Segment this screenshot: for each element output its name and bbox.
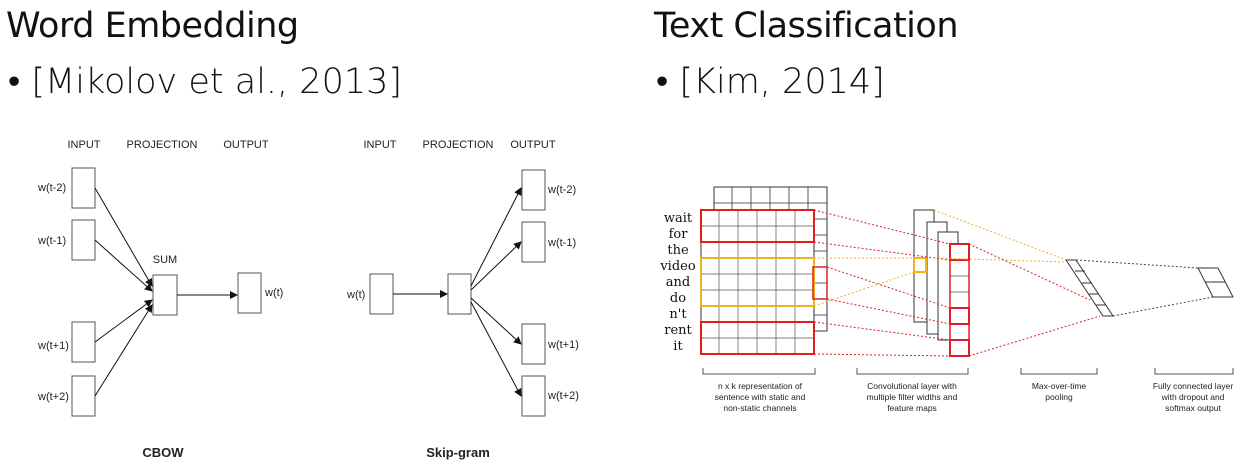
cbow-input-box [71,375,96,417]
stage-bracket [702,368,816,375]
word-label: the [667,243,689,258]
word-label: video [659,259,696,274]
cbow-input-header: INPUT [68,139,101,151]
skipgram-projection-box [447,273,472,315]
stage-caption: feature maps [887,403,937,413]
skipgram-input-label: w(t) [346,289,365,301]
cbow-caption: CBOW [142,445,184,460]
stage-bracket [1020,368,1098,375]
cbow-diagram: INPUT PROJECTION OUTPUT w(t-2) w(t-1) w(… [37,139,283,460]
skipgram-arrow [470,187,522,287]
cbow-projection-box [152,274,178,316]
word-label: n't [669,307,687,322]
stage-caption: n x k representation of [718,381,803,391]
word-label: for [669,227,689,242]
skipgram-diagram: INPUT PROJECTION OUTPUT w(t) w(t-2) w(t-… [346,139,579,460]
cbow-projection-header: PROJECTION [127,139,198,151]
skipgram-projection-header: PROJECTION [423,139,494,151]
stage-caption: softmax output [1165,403,1221,413]
stage-caption: multiple filter widths and [867,392,958,402]
cbow-output-label: w(t) [264,287,283,299]
cbow-arrow [94,304,153,397]
filter-window-red [812,266,828,300]
skipgram-input-header: INPUT [364,139,397,151]
cbow-input-box [71,219,96,261]
skipgram-output-box [521,375,546,417]
skipgram-input-box [369,273,394,315]
softmax-output [1197,267,1234,298]
skipgram-output-box [521,221,546,263]
skipgram-output-box [521,323,546,365]
stage-caption: non-static channels [723,403,796,413]
cbow-arrow [94,239,153,292]
cbow-input-label: w(t-2) [37,182,66,194]
filter-window-orange [700,257,815,307]
filter-window-red [700,209,815,243]
skipgram-arrow [470,301,522,397]
word-embedding-title: Word Embedding [6,6,299,46]
skipgram-output-label: w(t-2) [547,184,576,196]
cbow-arrow [94,187,153,287]
skipgram-arrow [470,241,522,291]
cbow-output-header: OUTPUT [223,139,269,151]
skipgram-output-label: w(t+1) [547,339,579,351]
stage-caption: Max-over-time [1032,381,1087,391]
skipgram-arrow [470,297,522,345]
stage-bracket [856,368,969,375]
skipgram-output-label: w(t-1) [547,237,576,249]
stage-caption: Convolutional layer with [867,381,957,391]
word-label: do [670,291,686,306]
skipgram-output-box [521,169,546,211]
mikolov-citation: • [Mikolov et al., 2013] [8,62,403,102]
cbow-input-label: w(t-1) [37,235,66,247]
cbow-input-box [71,321,96,363]
stage-caption: with dropout and [1161,392,1225,402]
cbow-arrow [94,299,153,343]
cbow-sum-label: SUM [153,254,177,266]
word-label: wait [664,211,693,226]
cbow-input-label: w(t+2) [37,391,69,403]
embedding-matrix-front [700,209,815,355]
cbow-input-box [71,167,96,209]
word-label: rent [664,323,692,338]
stage-caption: sentence with static and [715,392,806,402]
filter-window-red [700,321,815,355]
pooling-vector [1065,259,1114,317]
word-label: and [666,275,690,290]
stage-caption: Fully connected layer [1153,381,1233,391]
kim-citation: • [Kim, 2014] [656,62,885,102]
cbow-output-box [237,272,262,314]
skipgram-caption: Skip-gram [426,445,490,460]
word-label: it [673,339,683,354]
feature-maps [913,209,970,357]
skipgram-output-label: w(t+2) [547,390,579,402]
stage-bracket [1154,368,1234,375]
text-classification-title: Text Classification [654,6,959,46]
stage-caption: pooling [1045,392,1073,402]
skipgram-output-header: OUTPUT [510,139,556,151]
cnn-diagram: wait for the video and do n't rent it [659,186,1234,413]
cbow-input-label: w(t+1) [37,340,69,352]
